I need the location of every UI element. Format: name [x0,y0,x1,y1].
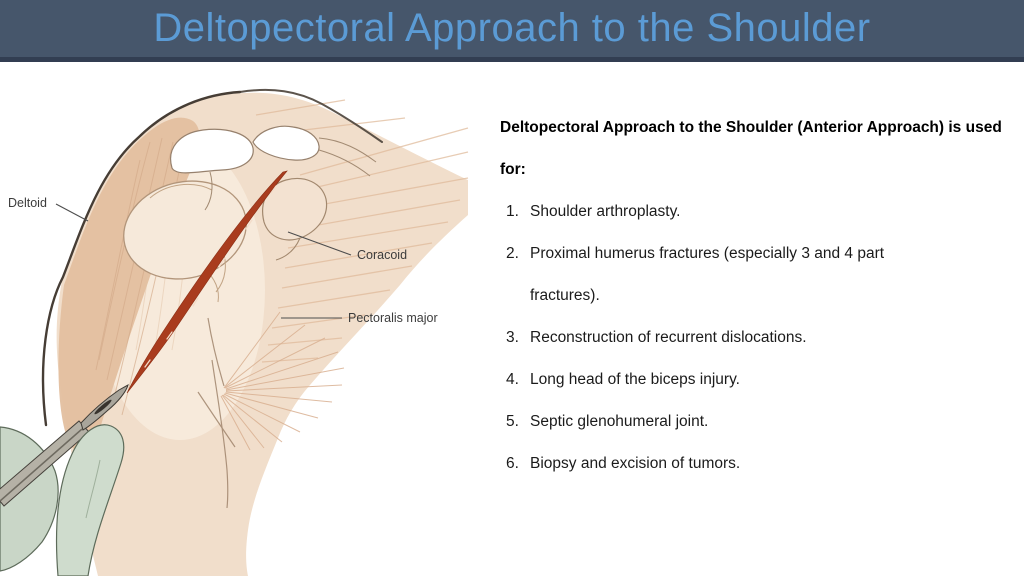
list-item: 2. Proximal humerus fractures (especiall… [500,233,1005,317]
list-item: 6. Biopsy and excision of tumors. [500,443,1005,485]
list-item-text: Proximal humerus fractures (especially 3… [530,245,885,304]
content-heading: Deltopectoral Approach to the Shoulder (… [500,119,1002,178]
shoulder-anatomy-figure: Deltoid Coracoid Pectoralis major [0,80,470,576]
coracoid-leader-line [287,231,352,256]
list-item-number: 2. [506,245,519,262]
coracoid-label: Coracoid [357,248,407,262]
list-item-number: 3. [506,329,519,346]
slide-title-bar: Deltopectoral Approach to the Shoulder [0,0,1024,62]
list-item: 4. Long head of the biceps injury. [500,359,1005,401]
indications-list: 1. Shoulder arthroplasty. 2. Proximal hu… [500,191,1005,485]
list-item-number: 6. [506,455,519,472]
pectoralis-major-label: Pectoralis major [348,311,438,325]
list-item-number: 1. [506,203,519,220]
list-item-text: Shoulder arthroplasty. [530,203,681,220]
scalpel-blade [80,383,129,431]
list-item: 1. Shoulder arthroplasty. [500,191,1005,233]
figure-labels: Deltoid Coracoid Pectoralis major [8,196,438,325]
list-item-text: Septic glenohumeral joint. [530,413,709,430]
shoulder-anatomy-illustration: Deltoid Coracoid Pectoralis major [0,88,469,576]
gloved-hand [0,383,129,576]
list-item-text: Long head of the biceps injury. [530,371,740,388]
skin-outline [41,88,383,427]
slide-title: Deltopectoral Approach to the Shoulder [153,6,871,50]
deltoid-leader-line [55,203,89,222]
pectoralis-fan-lines [220,311,345,451]
list-item-number: 4. [506,371,519,388]
bone-outlines [170,125,377,211]
list-item-text: Reconstruction of recurrent dislocations… [530,329,807,346]
arm-contour-lines [197,317,236,509]
incision-line [126,170,288,394]
deltoid-label: Deltoid [8,196,47,210]
list-item-text: Biopsy and excision of tumors. [530,455,741,472]
list-item-number: 5. [506,413,519,430]
list-item: 5. Septic glenohumeral joint. [500,401,1005,443]
content-panel: Deltopectoral Approach to the Shoulder (… [500,107,1005,485]
list-item: 3. Reconstruction of recurrent dislocati… [500,317,1005,359]
